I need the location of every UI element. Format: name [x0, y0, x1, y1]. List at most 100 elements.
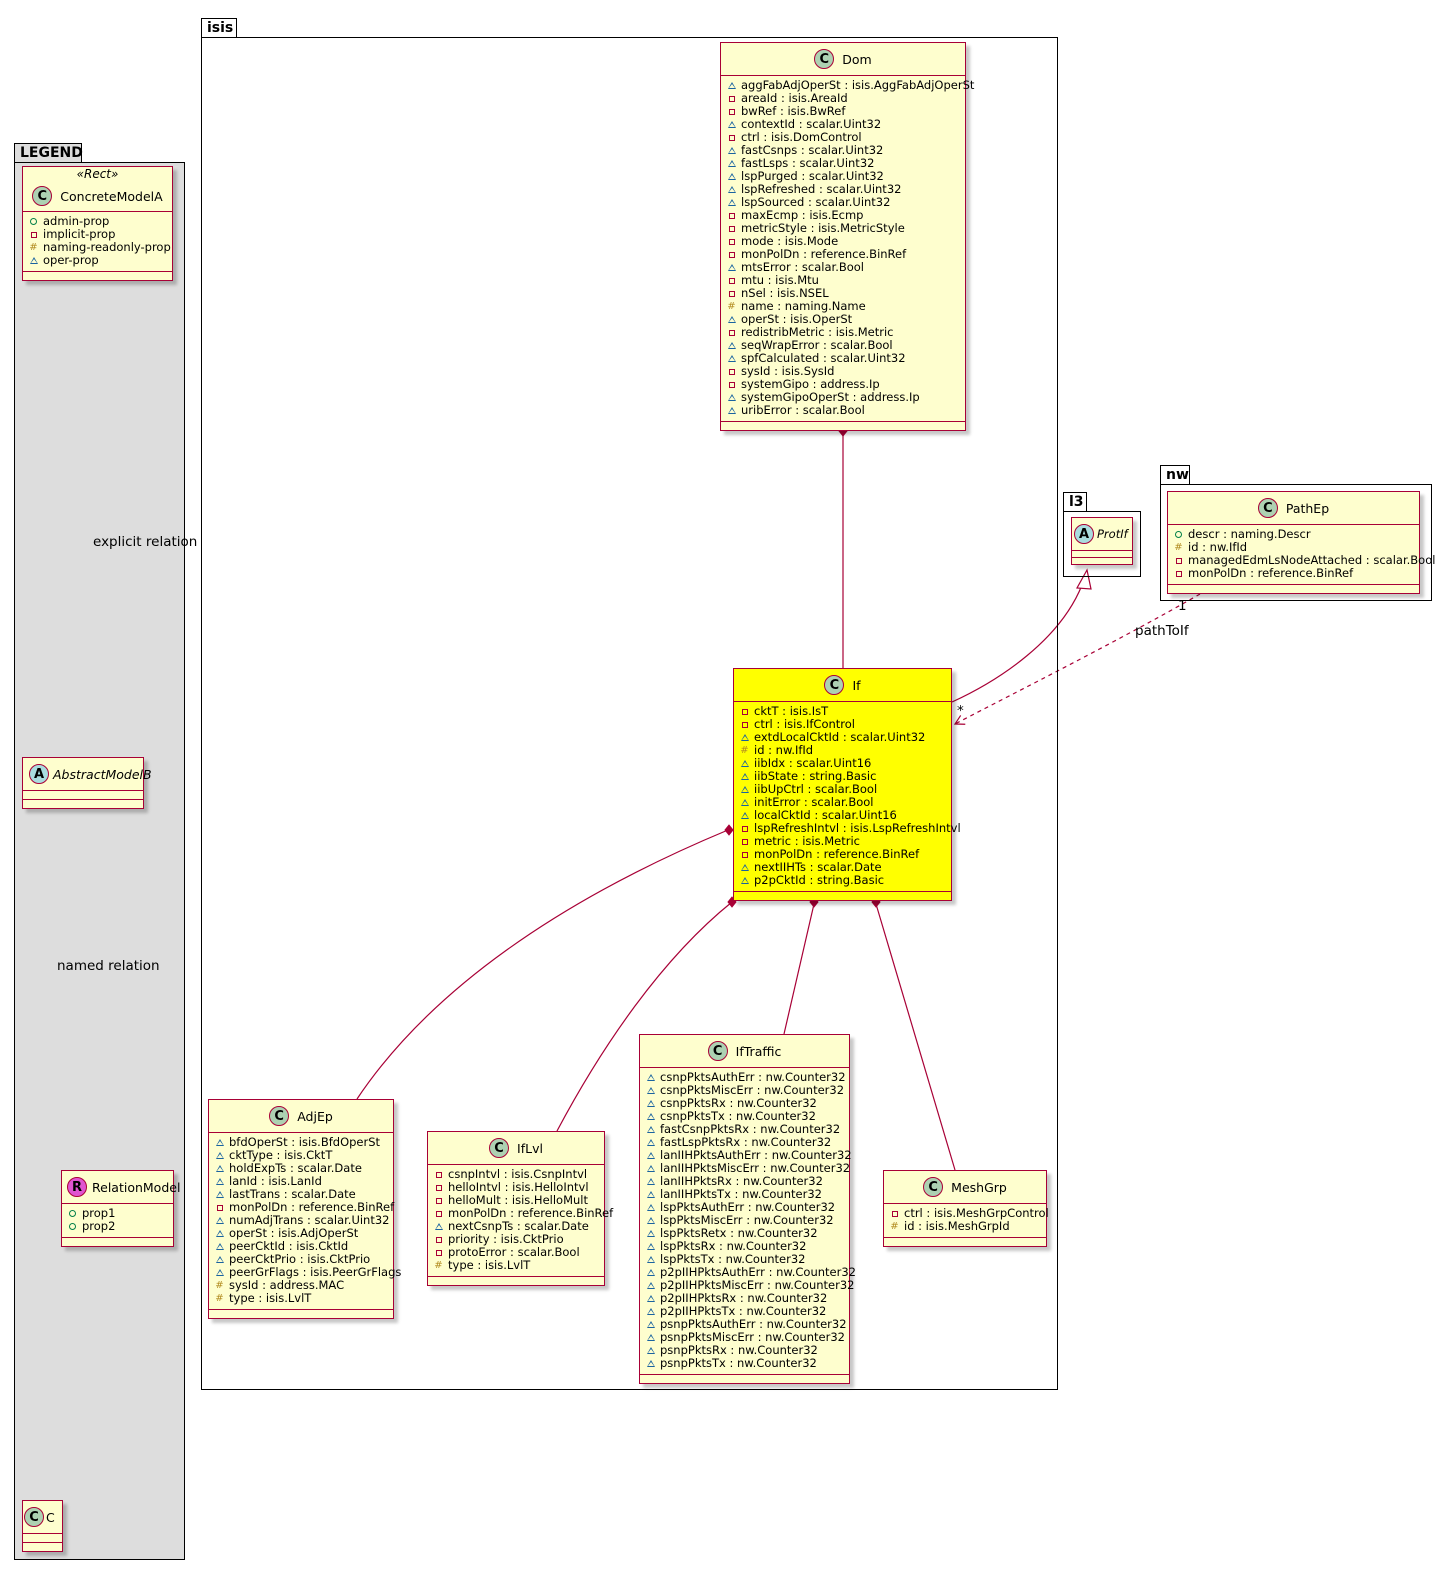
attribute-row: csnpPktsTx : nw.Counter32: [646, 1110, 844, 1123]
class-path-ep[interactable]: C PathEp descr : naming.Descr#id : nw.If…: [1167, 491, 1435, 594]
attribute-text: lanIIHPktsTx : nw.Counter32: [660, 1187, 822, 1201]
attribute-text: fastLspPktsRx : nw.Counter32: [660, 1135, 832, 1149]
attribute-text: fastCsnps : scalar.Uint32: [741, 143, 884, 157]
attribute-row: aggFabAdjOperSt : isis.AggFabAdjOperSt: [727, 79, 974, 92]
visibility-private-icon: [434, 1236, 443, 1243]
attribute-text: mode : isis.Mode: [741, 234, 839, 248]
visibility-private-icon: [727, 381, 736, 388]
attributes-compartment: [1072, 551, 1132, 558]
attribute-row: #id : nw.IfId: [740, 744, 946, 757]
attribute-row: mtsError : scalar.Bool: [727, 261, 960, 274]
visibility-protected-icon: #: [1174, 541, 1183, 553]
attribute-row: systemGipoOperSt : address.Ip: [727, 391, 960, 404]
operations-compartment: [721, 422, 965, 430]
visibility-package-icon: [215, 1191, 224, 1198]
class-if-traffic[interactable]: C IfTraffic csnpPktsAuthErr : nw.Counter…: [639, 1034, 856, 1384]
attribute-row: peerGrFlags : isis.PeerGrFlags: [215, 1266, 401, 1279]
visibility-private-icon: [727, 108, 736, 115]
attribute-text: lspRefreshIntvl : isis.LspRefreshIntvl: [754, 821, 961, 835]
attribute-text: uribError : scalar.Bool: [741, 403, 865, 417]
visibility-package-icon: [215, 1152, 224, 1159]
class-dom[interactable]: C Dom aggFabAdjOperSt : isis.AggFabAdjOp…: [720, 42, 974, 431]
class-name: If: [852, 677, 861, 693]
visibility-private-icon: [434, 1171, 443, 1178]
visibility-private-icon: [740, 851, 749, 858]
if-iflvl-composition: [556, 901, 733, 1132]
operations-compartment: [1072, 558, 1132, 564]
attribute-text: naming-readonly-prop: [43, 240, 171, 254]
if-iftraffic-composition: [783, 903, 815, 1035]
attribute-text: id : nw.IfId: [754, 743, 814, 757]
visibility-package-icon: [727, 82, 736, 89]
visibility-package-icon: [646, 1230, 655, 1237]
attribute-text: sysId : isis.SysId: [741, 364, 835, 378]
attribute-row: redistribMetric : isis.Metric: [727, 326, 960, 339]
attribute-row: lspPktsMiscErr : nw.Counter32: [646, 1214, 844, 1227]
attribute-row: localCktId : scalar.Uint16: [740, 809, 946, 822]
class-header: C C: [23, 1501, 62, 1534]
visibility-private-icon: [740, 825, 749, 832]
attribute-row: lspPktsTx : nw.Counter32: [646, 1253, 844, 1266]
class-name: ProtIf: [1097, 527, 1128, 541]
visibility-private-icon: [740, 708, 749, 715]
attribute-text: lastTrans : scalar.Date: [229, 1187, 356, 1201]
attribute-text: systemGipoOperSt : address.Ip: [741, 390, 920, 404]
visibility-package-icon: [727, 316, 736, 323]
relation-class-icon: R: [67, 1177, 87, 1197]
attribute-text: csnpPktsTx : nw.Counter32: [660, 1109, 816, 1123]
attribute-row: csnpPktsRx : nw.Counter32: [646, 1097, 844, 1110]
attribute-text: cktT : isis.IsT: [754, 704, 829, 718]
attribute-row: priority : isis.CktPrio: [434, 1233, 599, 1246]
attribute-row: #sysId : address.MAC: [215, 1279, 388, 1292]
attribute-text: monPolDn : reference.BinRef: [741, 247, 907, 261]
class-prot-if[interactable]: A ProtIf: [1071, 517, 1133, 565]
visibility-private-icon: [434, 1197, 443, 1204]
operations-compartment: [23, 272, 172, 280]
attribute-row: fastCsnps : scalar.Uint32: [727, 144, 960, 157]
class-abstract-model-b[interactable]: A AbstractModelB: [22, 757, 152, 809]
visibility-package-icon: [727, 121, 736, 128]
attribute-text: peerCktId : isis.CktId: [229, 1239, 349, 1253]
attribute-row: mode : isis.Mode: [727, 235, 960, 248]
legend-package-tab: LEGEND: [14, 143, 83, 162]
attribute-row: implicit-prop: [29, 228, 167, 241]
abstract-class-icon: A: [29, 764, 49, 784]
class-mesh-grp[interactable]: C MeshGrp ctrl : isis.MeshGrpControl#id …: [883, 1170, 1049, 1247]
visibility-package-icon: [727, 160, 736, 167]
attribute-text: lspPktsTx : nw.Counter32: [660, 1252, 806, 1266]
operations-compartment: [428, 1277, 604, 1285]
attribute-text: monPolDn : reference.BinRef: [229, 1200, 395, 1214]
operations-compartment: [23, 1543, 62, 1551]
attribute-text: p2pIIHPktsRx : nw.Counter32: [660, 1291, 828, 1305]
visibility-package-icon: [727, 199, 736, 206]
attribute-row: #name : naming.Name: [727, 300, 960, 313]
visibility-private-icon: [434, 1184, 443, 1191]
attribute-text: lspPktsRetx : nw.Counter32: [660, 1226, 818, 1240]
attribute-row: sysId : isis.SysId: [727, 365, 960, 378]
attribute-text: ctrl : isis.DomControl: [741, 130, 862, 144]
attribute-row: nextIIHTs : scalar.Date: [740, 861, 946, 874]
class-c[interactable]: C C: [22, 1500, 63, 1552]
visibility-package-icon: [215, 1256, 224, 1263]
attribute-text: implicit-prop: [43, 227, 116, 241]
attribute-row: fastLspPktsRx : nw.Counter32: [646, 1136, 844, 1149]
attribute-row: prop1: [68, 1207, 168, 1220]
attribute-row: ctrl : isis.DomControl: [727, 131, 960, 144]
visibility-private-icon: [727, 225, 736, 232]
visibility-private-icon: [727, 368, 736, 375]
attribute-text: nSel : isis.NSEL: [741, 286, 829, 300]
attribute-row: metric : isis.Metric: [740, 835, 946, 848]
visibility-private-icon: [727, 212, 736, 219]
class-header: C MeshGrp: [884, 1171, 1046, 1204]
class-name: AbstractModelB: [53, 766, 152, 782]
attribute-text: fastLsps : scalar.Uint32: [741, 156, 875, 170]
attribute-text: descr : naming.Descr: [1188, 527, 1311, 541]
